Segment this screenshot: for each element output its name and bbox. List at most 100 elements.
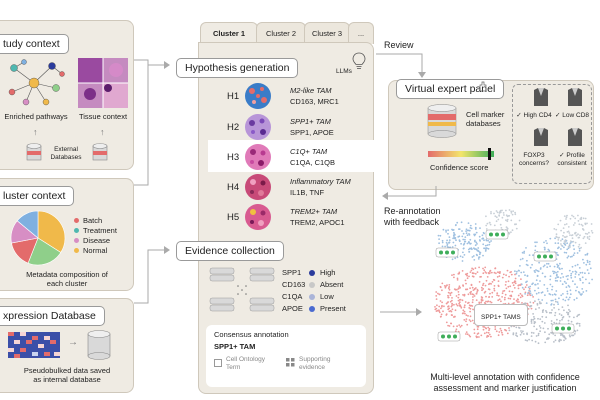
tab-cluster-1[interactable]: Cluster 1 [200, 22, 258, 44]
pseudobulk-caption: Pseudobulked data saved as internal data… [23, 366, 111, 384]
consensus-annotation-card [206, 325, 366, 387]
expression-database-title: xpression Database [0, 306, 105, 326]
arrow-up-icon: ↑ [100, 127, 105, 137]
tab-more[interactable]: ... [348, 22, 374, 44]
review-arrow [376, 53, 426, 78]
expression-heatmap [8, 332, 60, 358]
hypothesis-name-h2: SPP1+ TAM [290, 117, 331, 126]
supporting-evidence-icon [286, 358, 295, 367]
expert-comment-2: ✓ Low CD8 [555, 112, 589, 119]
arrow-up-icon: ↑ [33, 127, 38, 137]
gene-label-c1qa: C1QA [282, 292, 303, 301]
internal-database-icon [87, 330, 111, 360]
hypothesis-name-h4: Inflammatory TAM [290, 177, 351, 186]
expert-comment-3: FOXP3 concerns? [519, 152, 549, 167]
marker-database-stack [427, 104, 457, 138]
tissue-context-label: Tissue context [78, 112, 128, 121]
review-label: Review [384, 40, 414, 50]
level-label-present: Present [320, 304, 346, 313]
external-databases-label: External Databases [50, 146, 82, 161]
study-context-title: tudy context [0, 34, 69, 54]
enriched-pathways-label: Enriched pathways [4, 112, 68, 121]
legend-dot [74, 248, 79, 253]
evidence-database-stack [209, 267, 275, 312]
umap-scatter [434, 209, 594, 345]
legend-dot [74, 218, 79, 223]
umap-badge [437, 331, 461, 342]
lightbulb-icon [352, 52, 366, 69]
llms-label: LLMs [336, 68, 352, 75]
evidence-collection-title: Evidence collection [176, 241, 284, 261]
hypothesis-genes-h3: C1QA, C1QB [290, 158, 336, 167]
level-label-low: Low [320, 292, 334, 301]
metadata-pie-chart [10, 210, 66, 266]
ontology-label: Cell Ontology Term [226, 356, 266, 371]
umap-badge [435, 247, 459, 258]
cell-image-h1 [245, 83, 271, 109]
level-dot-low [309, 294, 315, 300]
hypothesis-id-h3: H3 [227, 152, 240, 163]
hypothesis-genes-h1: CD163, MRC1 [290, 97, 339, 106]
database-icon [92, 143, 108, 161]
umap-badge [485, 229, 509, 240]
reannotation-arrow [382, 186, 437, 200]
expert-coat-icon [568, 128, 582, 146]
hypothesis-id-h1: H1 [227, 91, 240, 102]
reannotation-label: Re-annotation with feedback [384, 206, 441, 227]
consensus-title: Consensus annotation [214, 330, 289, 339]
cell-image-h3 [245, 144, 271, 170]
arrow-right-icon: → [68, 337, 78, 348]
expert-comment-1: ✓ High CD4 [516, 112, 552, 119]
metadata-caption: Metadata composition of each cluster [26, 270, 108, 288]
cell-image-h4 [245, 174, 271, 200]
to-umap-arrow [380, 308, 422, 316]
pie-slice-1 [27, 237, 62, 266]
expert-coat-icon [568, 88, 582, 106]
ontology-checkbox[interactable] [214, 359, 222, 367]
supporting-evidence-label: Supporting evidence [299, 356, 331, 371]
legend-dot [74, 228, 79, 233]
virtual-expert-panel-title: Virtual expert panel [396, 79, 505, 99]
level-dot-high [309, 270, 315, 276]
umap-cluster-label: SPP1+ TAMS [474, 304, 528, 326]
database-icon [26, 143, 42, 161]
hypothesis-genes-h4: IL1B, TNF [290, 188, 325, 197]
expert-coat-icon [534, 88, 548, 106]
selected-hypothesis-highlight [208, 140, 376, 172]
cell-image-h5 [245, 204, 271, 230]
level-label-absent: Absent [320, 280, 344, 289]
legend-label-treatment: Treatment [83, 226, 117, 235]
tab-cluster-3[interactable]: Cluster 3 [304, 22, 350, 44]
confidence-score-bar [428, 148, 494, 160]
legend-label-disease: Disease [83, 236, 111, 245]
hypothesis-name-h1: M2-like TAM [290, 86, 332, 95]
umap-badge [533, 251, 557, 262]
hypothesis-id-h2: H2 [227, 122, 240, 133]
expert-coat-icon [534, 128, 548, 146]
expert-box [512, 84, 592, 184]
tab-cluster-2[interactable]: Cluster 2 [256, 22, 306, 44]
cell-marker-databases-label: Cell marker databases [466, 110, 505, 128]
legend-label-batch: Batch [83, 216, 103, 225]
hypothesis-generation-title: Hypothesis generation [176, 58, 299, 78]
cluster-context-title: luster context [0, 186, 75, 206]
hypothesis-name-h3: C1Q+ TAM [290, 147, 328, 156]
hypothesis-id-h4: H4 [227, 182, 240, 193]
level-dot-absent [309, 282, 315, 288]
umap-badge [551, 323, 575, 334]
enriched-pathways-network [8, 59, 65, 106]
consensus-value: SPP1+ TAM [214, 342, 256, 351]
tissue-context-image [78, 58, 128, 108]
gene-label-spp1: SPP1 [282, 268, 302, 277]
pie-slice-4 [16, 210, 39, 239]
expert-comment-4: ✓ Profile consistent [557, 152, 587, 167]
level-dot-present [309, 306, 315, 312]
legend-dot [74, 238, 79, 243]
cell-image-h2 [245, 114, 271, 140]
legend-label-normal: Normal [83, 246, 108, 255]
hypothesis-genes-h2: SPP1, APOE [290, 128, 334, 137]
confidence-score-label: Confidence score [430, 163, 489, 172]
expert-hand-icon [479, 81, 487, 92]
hypothesis-genes-h5: TREM2, APOC1 [290, 218, 345, 227]
level-label-high: High [320, 268, 336, 277]
